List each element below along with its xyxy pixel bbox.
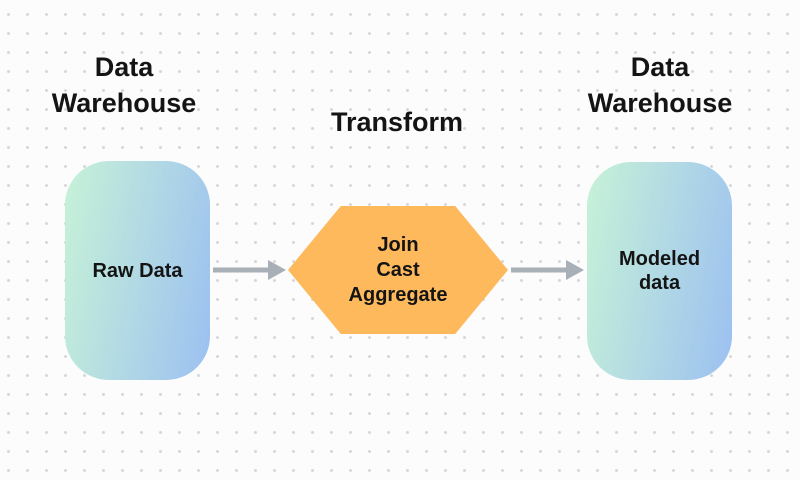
node-modeled-data: Modeled data	[587, 162, 732, 380]
node-transform-line-aggregate: Aggregate	[348, 283, 448, 306]
node-modeled-data-line1: Modeled	[618, 248, 701, 270]
node-modeled-data-line2: data	[638, 272, 681, 294]
flow-arrow-left-icon	[213, 260, 286, 280]
title-target-warehouse: Data Warehouse	[560, 49, 760, 121]
title-target-warehouse-line1: Data	[630, 52, 690, 82]
node-raw-data: Raw Data	[65, 161, 210, 380]
title-source-warehouse-line1: Data	[94, 52, 154, 82]
node-transform-line-join: Join	[377, 233, 419, 256]
node-transform-hexagon: Join Cast Aggregate	[288, 206, 508, 334]
node-raw-data-label: Raw Data	[92, 259, 183, 282]
node-transform-line-cast: Cast	[376, 258, 420, 281]
title-transform: Transform	[297, 104, 497, 140]
title-source-warehouse-line2: Warehouse	[51, 88, 197, 118]
flow-arrow-right-icon	[511, 260, 584, 280]
title-target-warehouse-line2: Warehouse	[587, 88, 733, 118]
title-transform-label: Transform	[330, 107, 464, 137]
title-source-warehouse: Data Warehouse	[24, 49, 224, 121]
